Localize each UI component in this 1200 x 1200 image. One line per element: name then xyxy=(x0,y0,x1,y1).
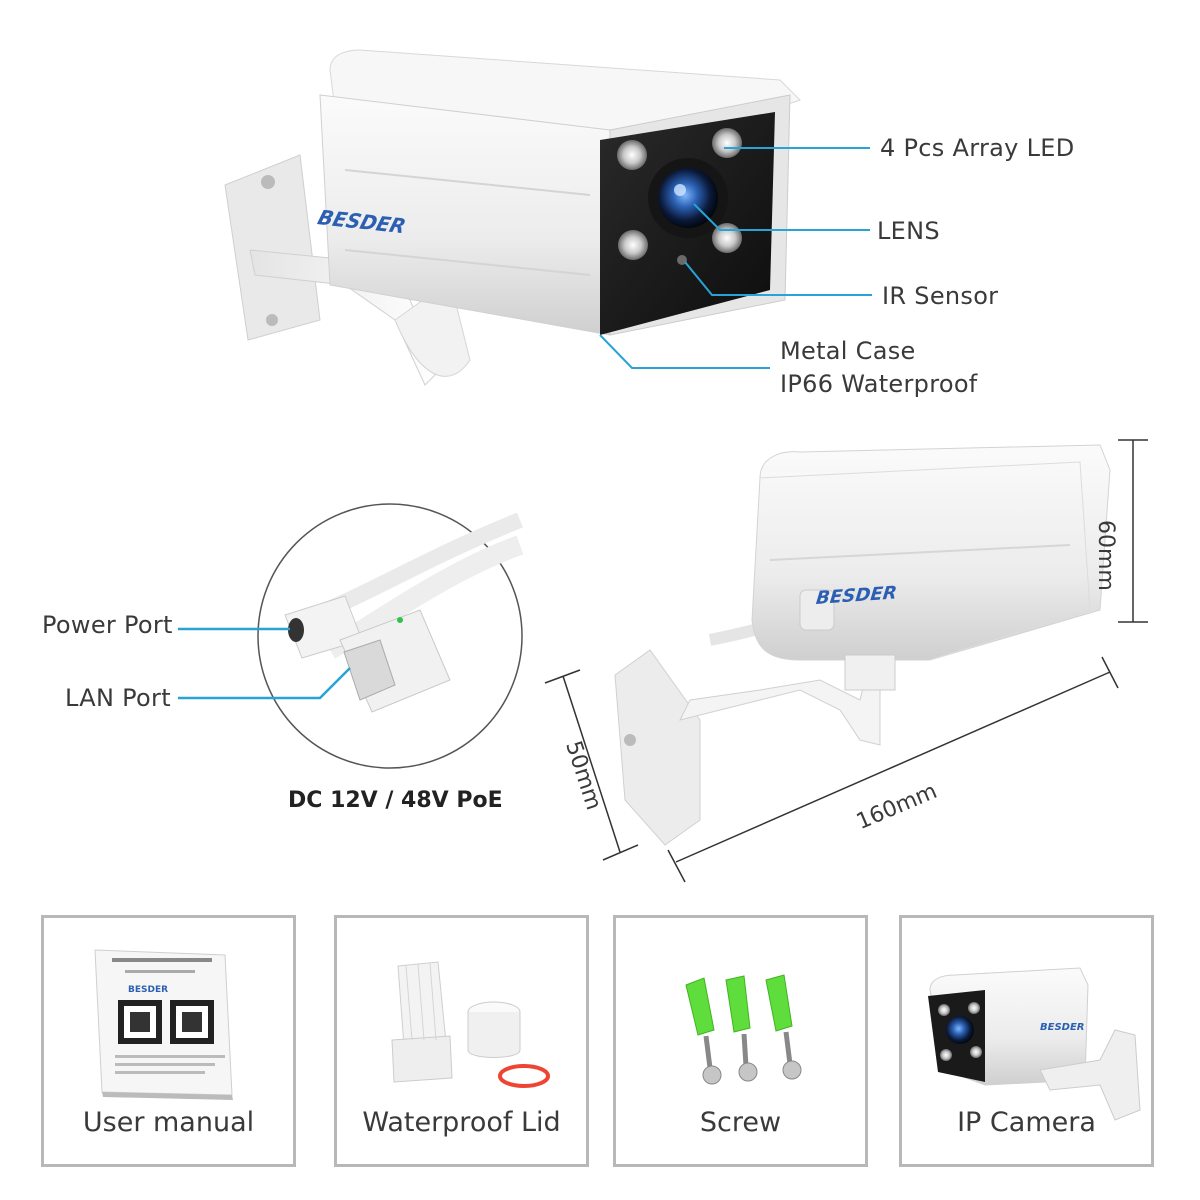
cable-closeup xyxy=(257,503,524,769)
callout-ir-sensor: IR Sensor xyxy=(882,282,999,310)
dimension-height: 60mm xyxy=(1093,520,1118,591)
camera-icon: BESDER xyxy=(928,967,1141,1121)
callout-power-port: Power Port xyxy=(42,611,173,639)
package-item-label: User manual xyxy=(82,1107,255,1138)
package-item-screw: Screw xyxy=(613,915,868,1167)
top-camera xyxy=(224,49,801,386)
svg-text:BESDER: BESDER xyxy=(128,985,168,995)
callout-waterproof: IP66 Waterproof xyxy=(780,370,978,398)
dimension-lines xyxy=(544,439,1148,883)
screw-icon xyxy=(685,974,802,1085)
side-camera xyxy=(614,444,1111,846)
svg-text:BESDER: BESDER xyxy=(1040,1022,1085,1033)
top-callout-lines xyxy=(599,147,872,369)
callout-metal-case: Metal Case xyxy=(780,337,916,365)
cable-power-spec: DC 12V / 48V PoE xyxy=(288,788,503,813)
manual-icon: BESDER xyxy=(94,949,233,1100)
package-item-label: IP Camera xyxy=(957,1107,1096,1138)
callout-lan-port: LAN Port xyxy=(65,684,171,712)
callout-led: 4 Pcs Array LED xyxy=(880,134,1075,162)
callout-lens: LENS xyxy=(877,217,940,245)
package-item-label: Screw xyxy=(699,1107,782,1138)
package-item-user-manual: User manual xyxy=(41,915,296,1167)
package-item-label: Waterproof Lid xyxy=(362,1107,561,1138)
lid-icon xyxy=(391,961,550,1088)
package-item-waterproof-lid: Waterproof Lid xyxy=(334,915,589,1167)
package-item-ip-camera: IP Camera xyxy=(899,915,1154,1167)
cable-callout-lines xyxy=(178,627,351,700)
